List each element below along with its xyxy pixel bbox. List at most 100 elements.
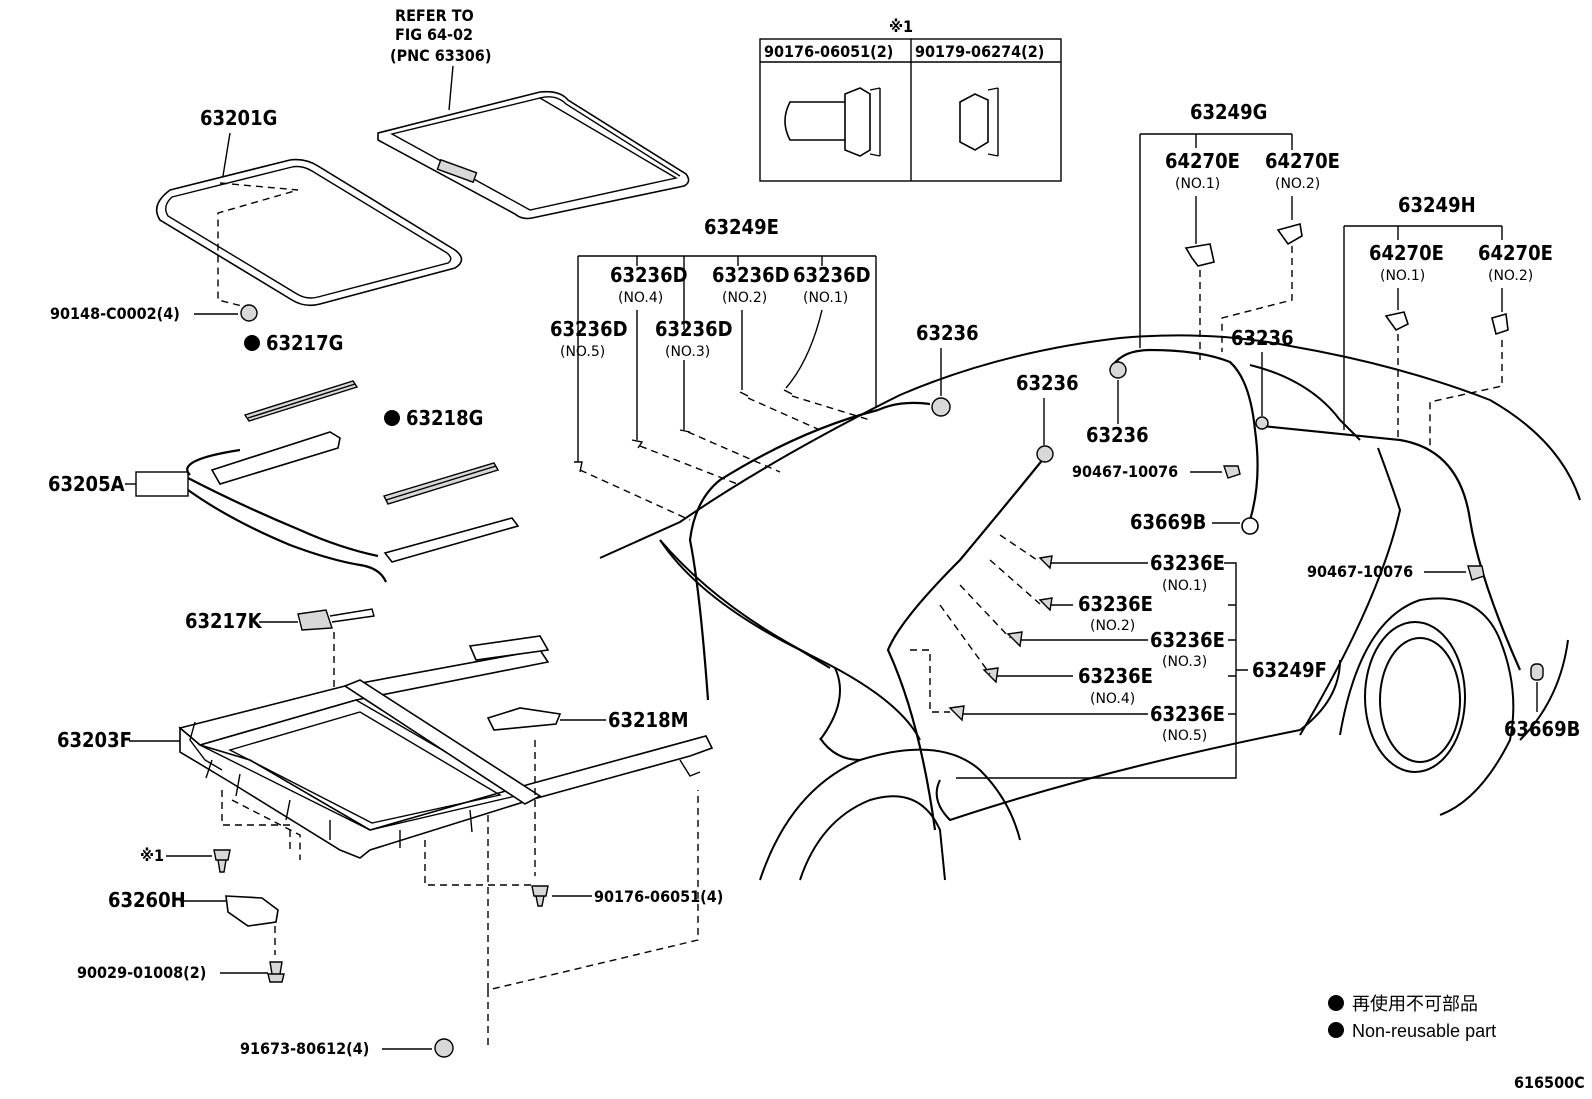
refer-leader xyxy=(448,65,454,111)
sunshade-inner xyxy=(390,97,678,211)
clamp-g1 xyxy=(1184,243,1215,267)
label-d5-no: (NO.5) xyxy=(560,344,605,360)
nut-icon-long xyxy=(784,87,881,157)
clamps-63236D xyxy=(574,389,793,473)
front-wheel-arch xyxy=(759,748,1021,881)
label-g1: 64270E xyxy=(1165,149,1240,173)
label-90029: 90029-01008(2) xyxy=(77,963,206,982)
label-63669Ba: 63669B xyxy=(1130,510,1206,534)
label-63218G: 63218G xyxy=(406,406,483,430)
label-d2-no: (NO.2) xyxy=(722,290,767,306)
cap-63669B-b xyxy=(1530,663,1544,681)
label-63203F: 63203F xyxy=(57,728,132,752)
label-e1-no: (NO.1) xyxy=(1162,578,1207,594)
label-63217G: 63217G xyxy=(266,331,343,355)
label-63236a: 63236 xyxy=(916,321,979,345)
front-hose-63249F xyxy=(886,457,1045,831)
cap-63669B-a xyxy=(1241,517,1259,535)
sunroof-left-parts: 63201G 90148-C0002(4) 63217G 63218G 6320… xyxy=(48,106,723,1058)
clamp-g2 xyxy=(1276,222,1303,246)
rail-bracket-lower xyxy=(383,517,520,563)
label-90176: 90176-06051(4) xyxy=(594,887,723,906)
nonreusable-dot-63217G xyxy=(244,335,260,351)
legend-dot-en xyxy=(1328,1022,1344,1038)
body-roofline xyxy=(599,334,1581,559)
rear-hose-63249H xyxy=(1261,424,1522,671)
label-d2: 63236D xyxy=(712,263,790,287)
label-g2: 64270E xyxy=(1265,149,1340,173)
label-d1: 63236D xyxy=(793,263,871,287)
label-63249E: 63249E xyxy=(704,215,779,239)
nonreusable-dot-63218G xyxy=(384,410,400,426)
note-table-col2: 90179-06274(2) xyxy=(915,42,1044,61)
label-90467a: 90467-10076 xyxy=(1072,462,1178,481)
label-63669Bb: 63669B xyxy=(1504,717,1580,741)
label-g2-no: (NO.2) xyxy=(1275,176,1320,192)
front-hose-63249E xyxy=(688,408,879,701)
front-wheel xyxy=(799,795,946,881)
legend-en: Non-reusable part xyxy=(1352,1021,1496,1041)
screw-90029 xyxy=(267,961,285,983)
refer-line3: (PNC 63306) xyxy=(390,46,491,65)
rail-bracket-upper xyxy=(210,431,341,485)
rear-wheel-arch xyxy=(1339,597,1515,816)
label-63249F: 63249F xyxy=(1252,658,1327,682)
label-e4: 63236E xyxy=(1078,664,1153,688)
label-h2-no: (NO.2) xyxy=(1488,268,1533,284)
nut-90176 xyxy=(531,885,549,907)
label-e3: 63236E xyxy=(1150,628,1225,652)
drain-hoses xyxy=(688,348,1544,831)
clamp-h2 xyxy=(1491,312,1509,336)
drain-tube-top xyxy=(186,448,241,476)
nut-note1 xyxy=(213,849,231,873)
note-table-col1: 90176-06051(2) xyxy=(764,42,893,61)
label-d5: 63236D xyxy=(550,317,628,341)
label-d4: 63236D xyxy=(610,263,688,287)
label-63236d: 63236 xyxy=(1231,326,1294,350)
c-pillar xyxy=(1299,447,1402,736)
label-h1: 64270E xyxy=(1369,241,1444,265)
body-windshield-lower xyxy=(659,539,831,669)
clip-63217K xyxy=(297,609,333,631)
glass-panel xyxy=(155,158,463,307)
sunroof-frame-63203F xyxy=(178,635,714,859)
label-63236c: 63236 xyxy=(1086,423,1149,447)
label-63201G: 63201G xyxy=(200,106,277,130)
legend-jp: 再使用不可部品 xyxy=(1352,994,1478,1014)
sunshade-panel xyxy=(377,90,690,220)
label-90467b: 90467-10076 xyxy=(1307,562,1413,581)
label-63218M: 63218M xyxy=(608,708,689,732)
label-63249G: 63249G xyxy=(1190,100,1267,124)
label-d3: 63236D xyxy=(655,317,733,341)
sunshade-handle xyxy=(436,158,478,184)
nut-icon-short xyxy=(959,87,999,157)
legend-dot-jp xyxy=(1328,995,1344,1011)
clamps-63236E xyxy=(948,555,1053,722)
label-e5-no: (NO.5) xyxy=(1162,728,1207,744)
sunshade-edge xyxy=(539,96,681,177)
label-d3-no: (NO.3) xyxy=(665,344,710,360)
label-91673: 91673-80612(4) xyxy=(240,1039,369,1058)
label-e2: 63236E xyxy=(1078,592,1153,616)
label-63260H: 63260H xyxy=(108,888,186,912)
sunshade-assembly: REFER TO FIG 64-02 (PNC 63306) xyxy=(377,6,690,220)
rocker-line xyxy=(935,659,1341,822)
label-h2: 64270E xyxy=(1478,241,1553,265)
label-63236b: 63236 xyxy=(1016,371,1079,395)
nut-91673 xyxy=(434,1038,454,1058)
label-e3-no: (NO.3) xyxy=(1162,654,1207,670)
label-63205A: 63205A xyxy=(48,472,125,496)
group-63249H: 63249H 64270E (NO.1) 64270E (NO.2) 90467… xyxy=(1307,193,1580,741)
label-90148: 90148-C0002(4) xyxy=(50,304,180,323)
bolt-90148 xyxy=(240,304,258,322)
label-e1: 63236E xyxy=(1150,551,1225,575)
label-h1-no: (NO.1) xyxy=(1380,268,1425,284)
refer-line1: REFER TO xyxy=(395,6,474,25)
glass-inner xyxy=(165,165,452,299)
grommet-63236c xyxy=(1109,361,1127,379)
note-table: ※1 90176-06051(2) 90179-06274(2) xyxy=(759,17,1062,182)
clip-90467a xyxy=(1223,465,1241,479)
label-d1-no: (NO.1) xyxy=(803,290,848,306)
